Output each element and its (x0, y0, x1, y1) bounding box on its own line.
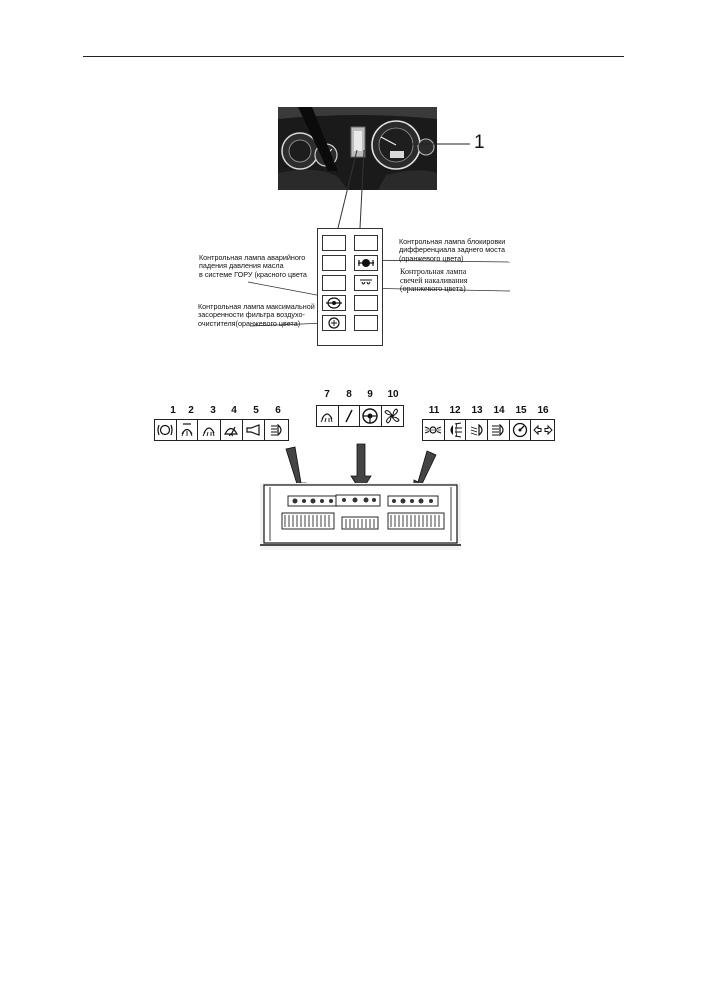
note-diff-lock: Контрольная лампа блокировки дифференциа… (399, 237, 506, 263)
steering-icon (360, 406, 382, 426)
icon-number: 11 (428, 405, 440, 416)
switch-panel-art (260, 483, 461, 550)
fan-icon (382, 406, 403, 426)
icon-number: 15 (515, 405, 527, 416)
oil-pressure-icon (326, 297, 342, 309)
work-light-icon (198, 420, 221, 440)
icon-number: 7 (324, 389, 330, 400)
icon-number: 8 (346, 389, 352, 400)
panel-cell (322, 235, 346, 251)
icon-number: 16 (537, 405, 549, 416)
side-lights-icon (423, 420, 445, 440)
icon-number: 12 (449, 405, 461, 416)
icon-number: 3 (210, 405, 216, 416)
panel-cell-air-filter (322, 315, 346, 331)
panel-cell-glow-plugs (354, 275, 378, 291)
panel-cell (322, 275, 346, 291)
air-filter-icon (328, 317, 340, 329)
note-air-filter: Контрольная лампа максимальной засоренно… (198, 302, 315, 328)
panel-cell-oil-pressure (322, 295, 346, 311)
icon-strip-middle (316, 405, 404, 427)
glow-plug-icon (360, 279, 372, 285)
front-work-light-icon (317, 406, 339, 426)
icon-number: 9 (367, 389, 373, 400)
indicator-lamp-panel (317, 228, 383, 346)
icon-strip-left (154, 419, 289, 441)
icon-number: 2 (188, 405, 194, 416)
fog-light-icon (445, 420, 467, 440)
beam-icon (488, 420, 510, 440)
icon-number: 10 (387, 389, 399, 400)
note-oil-pressure: Контрольная лампа аварийного падения дав… (199, 253, 307, 279)
turn-signal-icon (531, 420, 554, 440)
low-beam-icon (466, 420, 489, 440)
diff-lock-icon (358, 259, 374, 267)
icon-number: 14 (493, 405, 505, 416)
icon-number: 1 (170, 405, 176, 416)
icon-strip-right (422, 419, 555, 441)
icon-number: 13 (471, 405, 483, 416)
icon-number: 6 (275, 405, 281, 416)
rear-work-light-icon (177, 420, 199, 440)
icon-number: 4 (231, 405, 237, 416)
icon-number: 5 (253, 405, 259, 416)
panel-cell (354, 295, 378, 311)
switch-panel-drawing (260, 483, 461, 550)
panel-cell (354, 315, 378, 331)
callout-number: 1 (474, 132, 485, 153)
panel-cell-diff-lock (354, 255, 378, 271)
tachometer-icon (510, 420, 532, 440)
high-beam-icon (265, 420, 288, 440)
note-glow-plugs: Контрольная лампа свечей накаливания (ор… (400, 267, 468, 294)
panel-cell (354, 235, 378, 251)
horn-icon (243, 420, 266, 440)
dashboard-photo-art (278, 107, 437, 190)
parking-brake-icon (155, 420, 177, 440)
washer-icon (339, 406, 360, 426)
wiper-icon (221, 420, 243, 440)
panel-cell (322, 255, 346, 271)
header-rule (83, 56, 624, 57)
dashboard-photo (278, 107, 437, 190)
